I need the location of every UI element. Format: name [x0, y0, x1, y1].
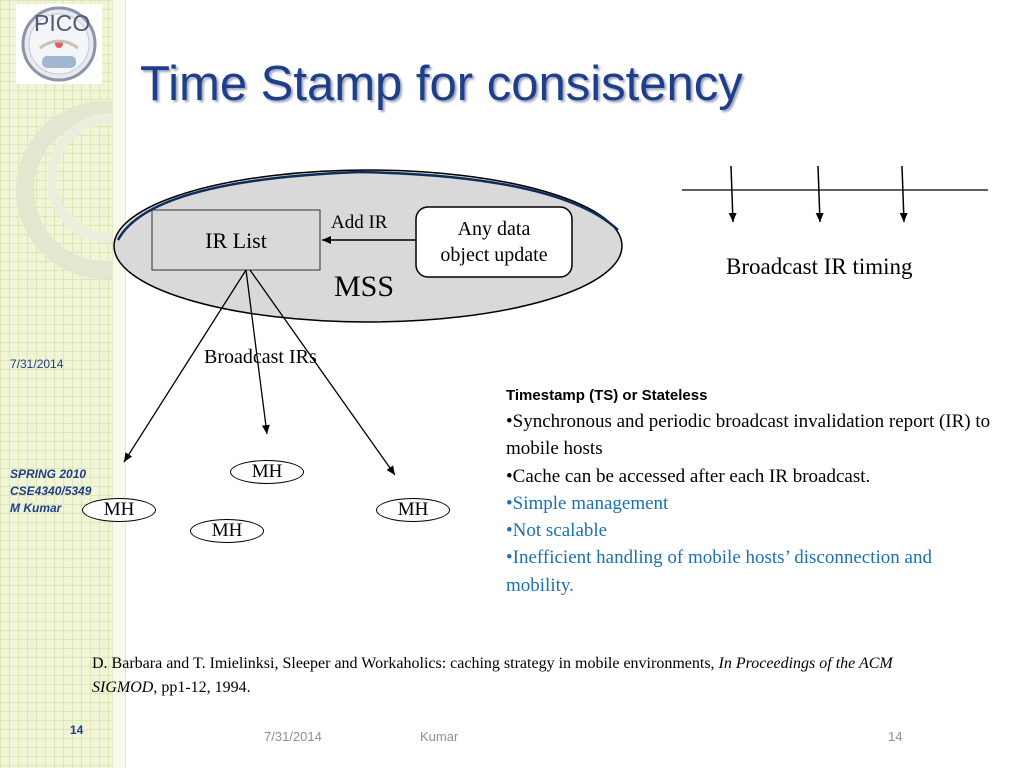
reference-authors: D. Barbara and T. Imielinksi, Sleeper an… — [92, 655, 719, 672]
footer-author: Kumar — [420, 729, 459, 744]
footer-page: 14 — [888, 729, 903, 744]
footer-date: 7/31/2014 — [264, 729, 322, 744]
course-code: CSE4340/5349 — [10, 484, 92, 498]
timing-arrow-3 — [899, 165, 908, 223]
mobile-host: MH — [82, 498, 156, 522]
note-bullet: •Cache can be accessed after each IR bro… — [506, 465, 871, 487]
broadcast-irs-label: Broadcast IRs — [204, 346, 317, 368]
mobile-host: MH — [230, 460, 304, 484]
sidebar-date: 7/31/2014 — [10, 357, 64, 371]
reference-venue: In Proceedings of the ACM SIGMOD — [92, 655, 893, 696]
broadcast-arrow-right — [249, 269, 396, 476]
ir-list-label: IR List — [205, 228, 267, 253]
notes-block: Timestamp (TS) or Stateless •Synchronous… — [506, 384, 996, 599]
reference-pages: , pp1-12, 1994. — [153, 679, 251, 696]
note-bullet: •Simple management — [506, 492, 669, 514]
timing-arrow-2 — [815, 165, 824, 223]
sidebar-course-info: SPRING 2010 CSE4340/5349 M Kumar — [10, 466, 91, 517]
timing-label: Broadcast IR timing — [726, 254, 913, 279]
update-box-line1: Any data — [457, 218, 531, 240]
pico-logo: PICO — [16, 4, 102, 84]
add-ir-label: Add IR — [331, 212, 388, 233]
slide-title: Time Stamp for consistency — [140, 57, 743, 111]
decorative-rings — [16, 101, 112, 279]
logo-text: PICO — [34, 10, 91, 36]
sidebar-pattern — [0, 0, 112, 768]
course-instructor: M Kumar — [10, 501, 62, 515]
sidebar-edge — [112, 0, 126, 768]
ir-list-box — [151, 209, 321, 271]
update-box — [415, 206, 573, 278]
broadcast-arrow-middle — [245, 269, 270, 435]
timing-arrow-1 — [728, 165, 737, 223]
course-term: SPRING 2010 — [10, 467, 87, 481]
mobile-host: MH — [190, 519, 264, 543]
reference-citation: D. Barbara and T. Imielinksi, Sleeper an… — [92, 652, 942, 700]
note-bullet: •Not scalable — [506, 520, 608, 542]
note-bullet: •Synchronous and periodic broadcast inva… — [506, 411, 991, 460]
mobile-host: MH — [376, 498, 450, 522]
sidebar-page-number: 14 — [70, 723, 84, 737]
mss-label: MSS — [334, 270, 395, 303]
update-box-line2: object update — [440, 244, 548, 266]
notes-heading: Timestamp (TS) or Stateless — [506, 387, 708, 404]
note-bullet: •Inefficient handling of mobile hosts’ d… — [506, 547, 932, 596]
mss-ellipse-highlight — [116, 170, 619, 241]
update-box-text: Any data object update — [416, 216, 572, 268]
broadcast-arrow-left — [123, 269, 247, 463]
